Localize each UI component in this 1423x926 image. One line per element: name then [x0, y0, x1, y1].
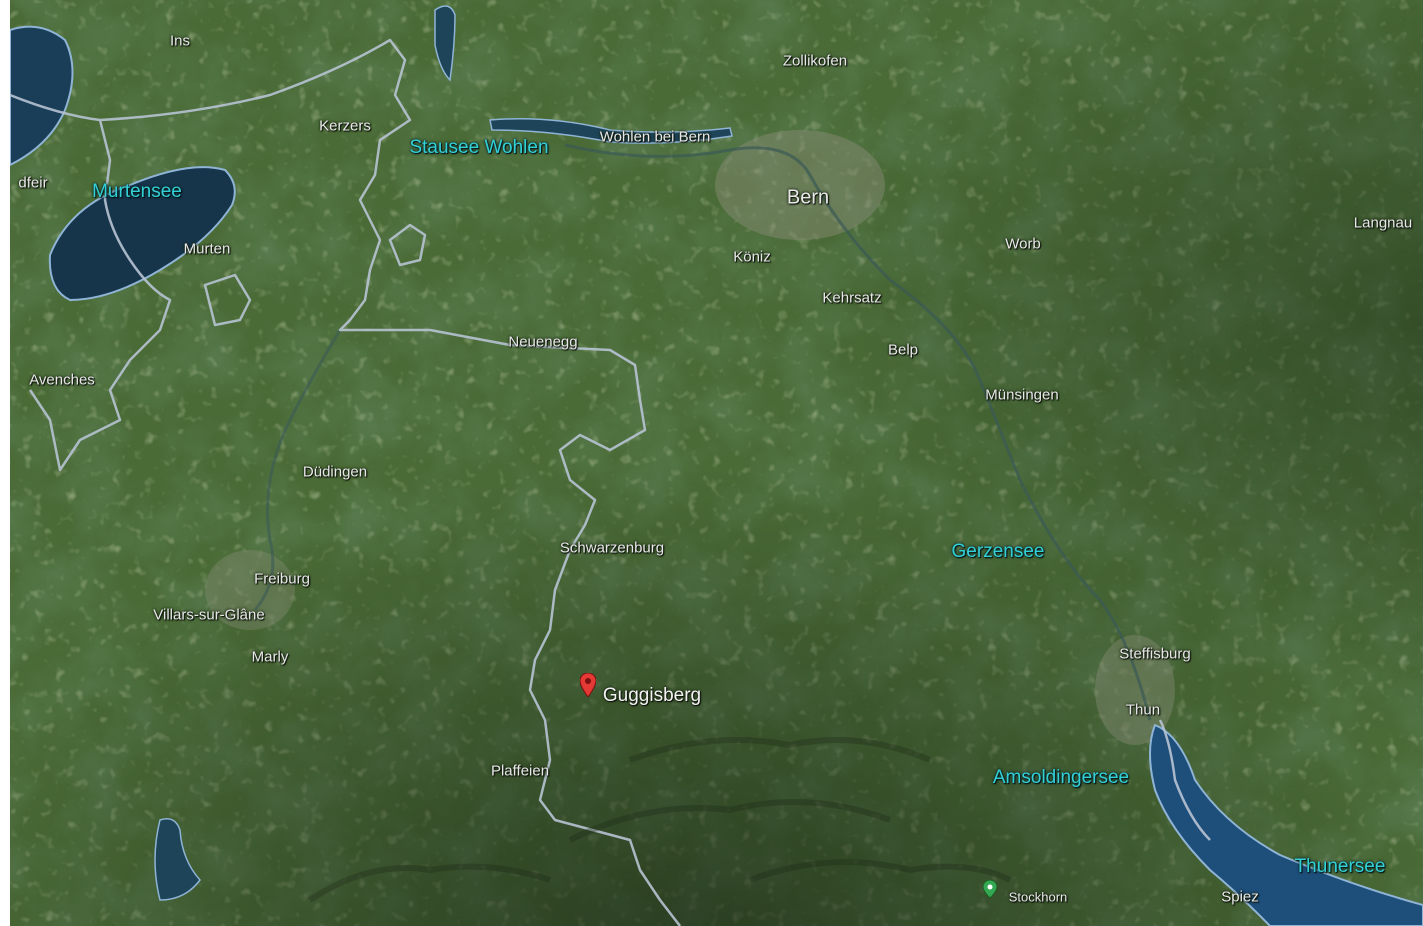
town-label-worb[interactable]: Worb [1005, 235, 1041, 253]
town-label-villars-sur-glane[interactable]: Villars-sur-Glâne [153, 606, 265, 624]
selected-place-label[interactable]: Guggisberg [602, 685, 702, 706]
town-label-belp[interactable]: Belp [887, 341, 919, 359]
town-label-ins[interactable]: Ins [169, 32, 191, 50]
town-label-koniz[interactable]: Köniz [733, 248, 771, 266]
poi-label-stockhorn[interactable]: Stockhorn [1008, 889, 1068, 905]
green-place-pin-icon[interactable] [983, 880, 997, 898]
town-label-kehrsatz[interactable]: Kehrsatz [822, 289, 882, 307]
town-label-murten[interactable]: Murten [183, 240, 231, 258]
town-label-steffisburg[interactable]: Steffisburg [1119, 645, 1191, 663]
lake-bielersee-fragment [434, 5, 456, 82]
lake-wohlen [489, 118, 733, 144]
lake-label-thunersee[interactable]: Thunersee [1294, 856, 1386, 877]
lake-label-gerzensee[interactable]: Gerzensee [951, 541, 1045, 562]
alpine-ridges [308, 737, 1012, 903]
town-label-marly[interactable]: Marly [251, 648, 289, 666]
lake-label-stausee-wohlen[interactable]: Stausee Wohlen [409, 137, 549, 158]
red-location-pin-icon[interactable] [580, 673, 596, 697]
urban-area-bern [715, 130, 885, 240]
urban-area-thun [1095, 635, 1175, 745]
town-label-langnau[interactable]: Langnau [1353, 214, 1413, 232]
lake-label-murtensee[interactable]: Murtensee [92, 181, 182, 202]
town-label-kerzers[interactable]: Kerzers [319, 117, 371, 135]
town-label-munsingen[interactable]: Münsingen [985, 386, 1059, 404]
town-label-avenches[interactable]: Avenches [29, 371, 95, 389]
lake-murtensee [48, 166, 236, 302]
town-label-neuenegg[interactable]: Neuenegg [508, 333, 578, 351]
lake-neuchatel [10, 25, 74, 167]
town-label-schwarzenburg[interactable]: Schwarzenburg [559, 539, 665, 557]
town-label-plaffeien[interactable]: Plaffeien [490, 762, 550, 780]
lake-label-amsoldingersee[interactable]: Amsoldingersee [992, 767, 1130, 788]
town-label-dfeir[interactable]: dfeir [18, 174, 48, 192]
town-label-dudingen[interactable]: Düdingen [302, 463, 368, 481]
cantonal-borders [10, 38, 1211, 926]
town-label-freiburg[interactable]: Freiburg [254, 570, 310, 588]
town-label-bern[interactable]: Bern [786, 186, 830, 209]
town-label-wohlen-bei-bern[interactable]: Wohlen bei Bern [599, 128, 711, 146]
town-label-zollikofen[interactable]: Zollikofen [782, 52, 848, 70]
river-saane [253, 329, 342, 611]
town-label-spiez[interactable]: Spiez [1221, 888, 1259, 906]
town-label-thun[interactable]: Thun [1125, 701, 1161, 719]
river-aare-north [564, 143, 1152, 721]
lake-sw-fragment [154, 818, 201, 901]
satellite-terrain [10, 0, 1423, 926]
